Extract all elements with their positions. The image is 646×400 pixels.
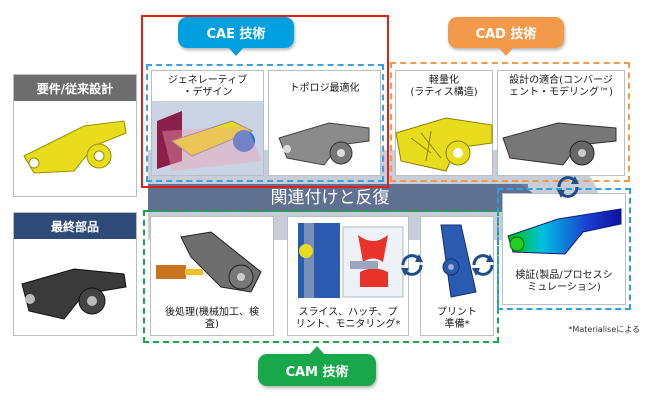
step-topology: トポロジ最適化: [268, 70, 381, 176]
step-label: 検証(製品/プロセスシミュレーション): [515, 270, 613, 293]
final-part-title: 最終部品: [14, 213, 136, 239]
bracket-yellow-image: [23, 120, 127, 174]
cae-label: CAE 技術: [178, 17, 294, 56]
simulation-image: [507, 208, 622, 255]
step-label: プリント準備*: [437, 307, 477, 330]
step-label: スライス、ハッチ、プリント、モニタリング*: [295, 307, 401, 330]
step-print-prep: プリント準備*: [420, 216, 494, 336]
topology-image: [278, 122, 370, 166]
slicing-image: [298, 223, 404, 298]
footnote: *Materialiseによる: [568, 325, 640, 334]
final-part-panel: 最終部品: [13, 212, 137, 336]
cad-frame: [390, 62, 630, 182]
step-label: 設計の適合(コンバージェント・モデリング™): [509, 75, 613, 98]
requirements-panel: 要件/従来設計: [13, 74, 137, 197]
step-label: ジェネレーティブ・デザイン: [167, 75, 248, 98]
step-verification: 検証(製品/プロセスシミュレーション): [502, 193, 626, 305]
iterate-cycle-icon: [401, 254, 423, 276]
step-generative-design: ジェネレーティブ・デザイン: [151, 70, 264, 176]
step-slice-print: スライス、ハッチ、プリント、モニタリング*: [287, 216, 409, 336]
cam-label: CAM 技術: [258, 346, 376, 386]
requirements-title: 要件/従来設計: [14, 75, 136, 101]
machining-image: [156, 231, 262, 293]
cae-frame: [141, 15, 389, 188]
step-lightweight: 軽量化(ラティス構造): [395, 70, 493, 176]
step-label: 後処理(機械加工、検査): [165, 307, 259, 330]
cae-inner-frame: [146, 64, 384, 182]
verification-frame: [497, 188, 631, 310]
generative-design-image: [152, 101, 263, 175]
step-label: 軽量化(ラティス構造): [410, 75, 478, 98]
step-label: トポロジ最適化: [289, 83, 360, 94]
lattice-image: [395, 117, 493, 172]
bracket-gray-image: [21, 268, 127, 320]
step-post-processing: 後処理(機械加工、検査): [150, 216, 274, 336]
band-label: 関連付けと反復: [270, 188, 390, 208]
step-design-fit: 設計の適合(コンバージェント・モデリング™): [497, 70, 625, 176]
print-prep-image: [440, 224, 477, 298]
iterate-cycle-icon: [472, 254, 494, 276]
iterate-cycle-icon: [557, 176, 579, 198]
converged-model-image: [502, 122, 617, 166]
cad-label: CAD 技術: [448, 17, 564, 56]
